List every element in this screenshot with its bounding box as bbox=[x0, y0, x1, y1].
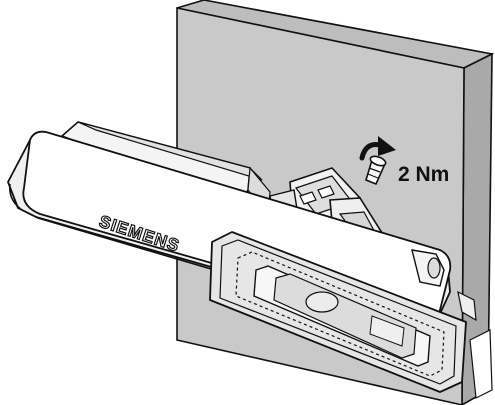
torque-label: 2 Nm bbox=[398, 163, 449, 186]
rotation-arrow-icon bbox=[359, 136, 396, 161]
screw-icon bbox=[365, 155, 387, 186]
gasket-frame bbox=[209, 231, 467, 393]
side-connector bbox=[411, 249, 493, 399]
